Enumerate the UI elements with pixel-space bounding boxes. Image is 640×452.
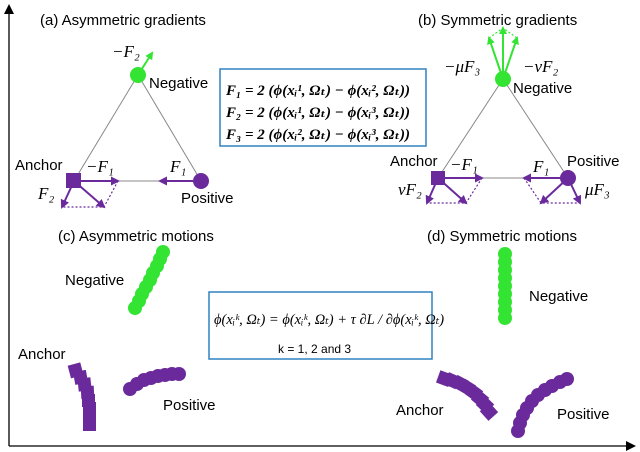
label-positive-f1-b: F₁ (532, 157, 549, 176)
equation-box-border (219, 68, 427, 147)
edge-neg-positive-b (502, 78, 569, 179)
negative-label-d: Negative (529, 288, 588, 305)
panel-c: (c) Asymmetric motions Negative Anchor (18, 228, 216, 431)
motion-dot (172, 367, 186, 381)
positive-node (193, 173, 209, 189)
motion-square (479, 402, 499, 421)
edge-neg-anchor-b (437, 78, 504, 179)
negative-node (130, 67, 146, 83)
equation-box: F₁ = 2 (ϕ(xᵢ¹, Ωₜ) − ϕ(xᵢ², Ωₜ)) F₂ = 2 … (219, 68, 427, 147)
parallelogram-b-positive (523, 177, 580, 204)
edge-neg-positive (137, 74, 202, 182)
label-anchor-f1-b: −F₁ (450, 155, 478, 174)
label-positive-mu-f3-b: μF₃ (584, 180, 610, 199)
label-anchor-f2: F₂ (37, 184, 54, 203)
motion-dot (498, 311, 512, 325)
negative-label: Negative (149, 75, 208, 92)
anchor-node (66, 173, 81, 188)
edge-neg-anchor (73, 74, 139, 182)
equation-f2: F₂ = 2 (ϕ(xᵢ¹, Ωₜ) − ϕ(xᵢ³, Ωₜ)) (225, 105, 410, 121)
anchor-motion-c (67, 362, 96, 431)
anchor-motion-d (435, 370, 499, 421)
positive-label-c: Positive (163, 397, 216, 414)
motion-dot (128, 301, 142, 315)
label-neg-f2: −F₂ (112, 42, 140, 61)
positive-motion-c (123, 367, 186, 396)
negative-motion-d (498, 247, 512, 325)
label-neg-nu-f2: −νF₂ (523, 57, 558, 76)
label-positive-f1: F₁ (169, 157, 186, 176)
panel-b-title: (b) Symmetric gradients (418, 12, 577, 29)
negative-motion-c (128, 245, 170, 315)
positive-motion-d (511, 372, 574, 438)
panel-c-title: (c) Asymmetric motions (58, 228, 214, 245)
negative-label-c: Negative (65, 272, 124, 289)
label-neg-mu-f3: −μF₃ (444, 57, 480, 76)
anchor-label-d: Anchor (396, 402, 444, 419)
equation-f1: F₁ = 2 (ϕ(xᵢ¹, Ωₜ) − ϕ(xᵢ², Ωₜ)) (225, 83, 410, 99)
positive-node-b (560, 170, 576, 186)
label-anchor-f1: −F₁ (86, 157, 114, 176)
equation-f3: F₃ = 2 (ϕ(xᵢ², Ωₜ) − ϕ(xᵢ³, Ωₜ)) (225, 127, 410, 143)
positive-label-d: Positive (557, 406, 610, 423)
anchor-label-c: Anchor (18, 346, 66, 363)
parallelogram-b-neg (488, 27, 518, 39)
negative-node-b (495, 71, 511, 87)
k-note: k = 1, 2 and 3 (278, 342, 351, 356)
panel-d: (d) Symmetric motions Negative Anchor (396, 228, 610, 438)
label-anchor-nu-f2-b: νF₂ (398, 180, 422, 199)
negative-label-b: Negative (513, 80, 572, 97)
positive-label-b: Positive (567, 153, 620, 170)
anchor-label: Anchor (15, 157, 63, 174)
panel-a: (a) Asymmetric gradients Negative −F₂ An… (15, 12, 234, 209)
panel-b: (b) Symmetric gradients Negative −μF₃ −ν… (390, 12, 620, 205)
parallelogram-b-anchor (427, 177, 483, 204)
parallelogram-a (62, 180, 119, 208)
panel-d-title: (d) Symmetric motions (427, 228, 577, 245)
motion-square (83, 418, 96, 431)
update-equation-box: ϕ(xᵢᵏ, Ωₜ) = ϕ(xᵢᵏ, Ωₜ) + τ ∂L / ∂ϕ(xᵢᵏ,… (208, 291, 444, 360)
positive-label: Positive (181, 190, 234, 207)
update-box-border (208, 291, 433, 360)
motion-dot (560, 372, 574, 386)
anchor-label-b: Anchor (390, 153, 438, 170)
update-equation: ϕ(xᵢᵏ, Ωₜ) = ϕ(xᵢᵏ, Ωₜ) + τ ∂L / ∂ϕ(xᵢᵏ,… (214, 312, 444, 328)
panel-a-title: (a) Asymmetric gradients (40, 12, 206, 29)
anchor-node-b (431, 171, 445, 185)
